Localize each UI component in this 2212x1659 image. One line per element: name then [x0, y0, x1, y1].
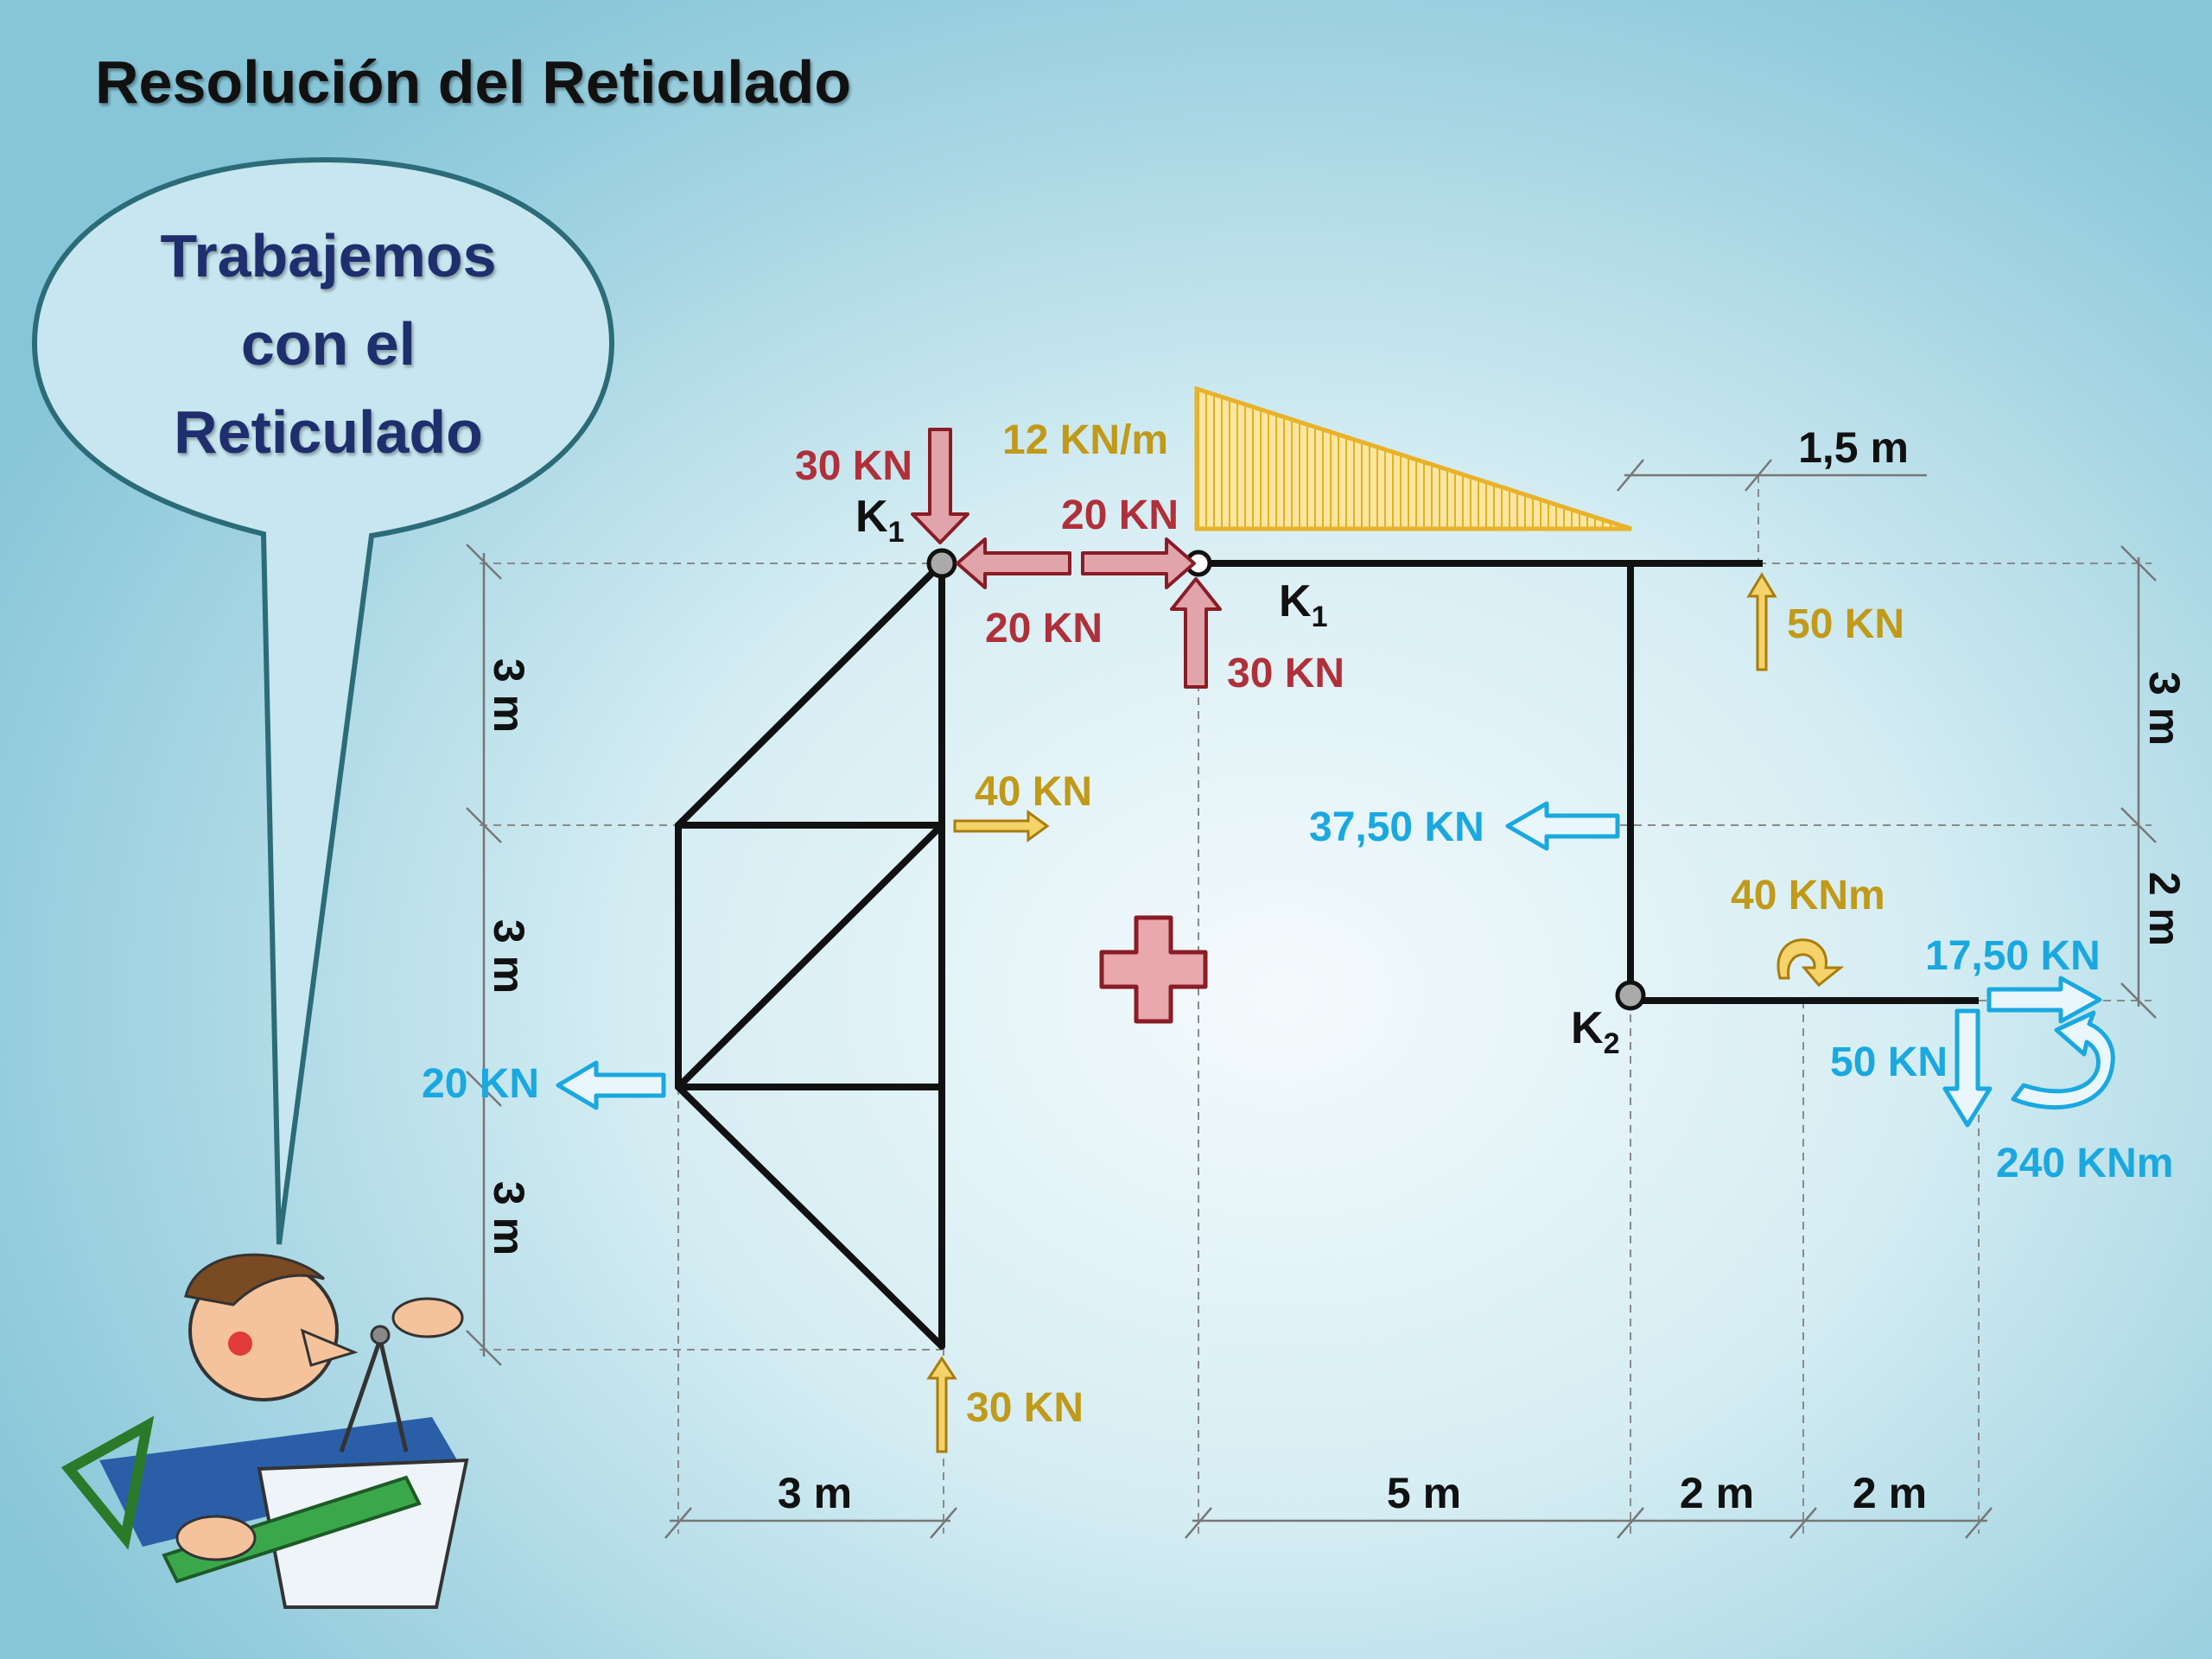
distributed-load — [1194, 385, 1632, 531]
node-label-k1-left: K1 — [855, 492, 904, 549]
dim-bottom-left: 3 m — [778, 1469, 852, 1517]
left-truss — [675, 560, 945, 1350]
speech-bubble-text: Trabajemos con el Reticulado — [69, 212, 588, 476]
dim-right-2: 2 m — [2140, 872, 2189, 946]
arrow-up-30kn — [1170, 577, 1222, 689]
arrow-up-30kn-bottom — [926, 1356, 957, 1453]
dim-left-1: 3 m — [485, 658, 533, 733]
gold-arrows — [926, 572, 1845, 1453]
dimension-labels: 3 m 3 m 3 m 3 m 2 m 3 m 5 m 2 m 2 m 1,5 … — [485, 423, 2189, 1517]
label-20kn-right: 20 KN — [1061, 493, 1179, 538]
label-50kn-down: 50 KN — [1830, 1039, 1948, 1085]
bubble-line-3: Reticulado — [174, 398, 483, 466]
label-40knm: 40 KNm — [1731, 873, 1885, 918]
page-title: Resolución del Reticulado — [95, 48, 852, 116]
dim-left-3: 3 m — [485, 1181, 533, 1255]
label-distributed-load: 12 KN/m — [1002, 417, 1168, 463]
dim-left-2: 3 m — [485, 919, 533, 994]
arrow-right-40kn — [953, 810, 1050, 842]
node-label-k1-right: K1 — [1279, 576, 1327, 633]
engineer-illustration — [60, 1253, 469, 1609]
bubble-line-1: Trabajemos — [160, 222, 497, 289]
right-frame — [1198, 560, 1979, 1004]
label-30kn-up: 30 KN — [1227, 651, 1344, 696]
arrow-left-20kn — [956, 537, 1071, 589]
dim-bottom-3: 2 m — [1853, 1469, 1927, 1517]
label-37kn: 37,50 KN — [1309, 804, 1484, 850]
dim-right-1: 3 m — [2140, 671, 2189, 746]
load-labels: 30 KN 20 KN 20 KN 30 KN 12 KN/m 40 KN 30… — [422, 417, 2173, 1431]
speech-bubble — [31, 156, 615, 1245]
label-40kn: 40 KN — [975, 769, 1092, 815]
dimension-lines — [466, 459, 2157, 1539]
label-30kn-down: 30 KN — [795, 443, 912, 489]
moment-240knm-icon — [2011, 1010, 2115, 1110]
arrow-down-50kn — [1942, 1008, 1993, 1128]
label-20kn-left: 20 KN — [985, 606, 1103, 652]
arrow-left-37kn — [1505, 801, 1620, 851]
node-k1-left — [926, 548, 957, 579]
bubble-line-2: con el — [240, 310, 416, 378]
label-30kn-bottom: 30 KN — [966, 1385, 1084, 1431]
node-k2 — [1615, 980, 1646, 1011]
node-label-k2: K2 — [1571, 1003, 1619, 1060]
arrow-right-20kn — [1081, 537, 1196, 589]
moment-40knm-icon — [1777, 938, 1845, 988]
label-240knm: 240 KNm — [1996, 1141, 2173, 1186]
label-20kn-reaction: 20 KN — [422, 1061, 539, 1107]
plus-icon — [1099, 915, 1208, 1024]
label-50kn-up: 50 KN — [1787, 601, 1904, 647]
arrow-right-17kn — [1986, 976, 2102, 1024]
label-17kn: 17,50 KN — [1925, 933, 2101, 979]
node-labels: K1 K1 K2 — [855, 492, 1619, 1060]
arrow-up-50kn — [1746, 572, 1777, 671]
blue-arrows — [556, 801, 2115, 1128]
arrow-down-30kn — [911, 428, 969, 544]
dim-bottom-1: 5 m — [1387, 1469, 1461, 1517]
dim-bottom-2: 2 m — [1680, 1469, 1754, 1517]
arrow-left-20kn-blue — [556, 1060, 666, 1110]
dim-top-right: 1,5 m — [1798, 423, 1909, 472]
red-arrows — [911, 428, 1222, 689]
